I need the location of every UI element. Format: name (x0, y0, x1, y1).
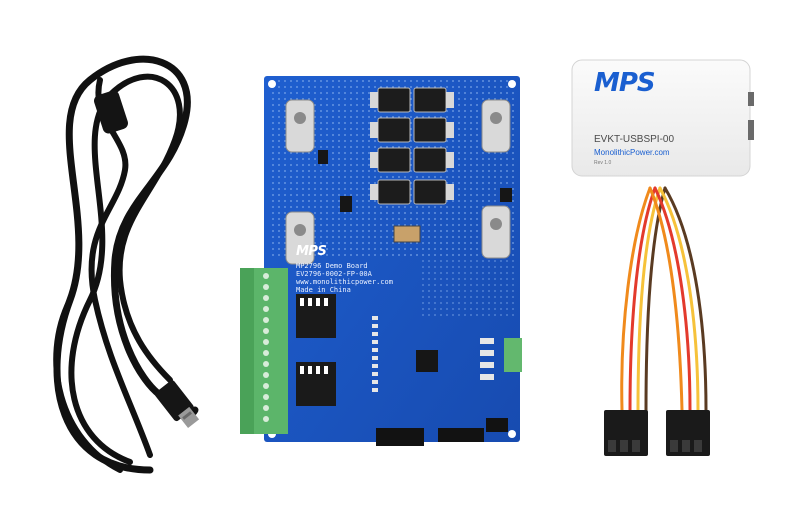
dongle-logo: MPS (594, 68, 656, 98)
usb-spi-dongle (571, 59, 754, 177)
board-silkscreen-label: MP2796 Demo Board EV2796-0002-FP-00A www… (296, 262, 393, 294)
power-terminals (285, 99, 511, 265)
dongle-revision: Rev 1.0 (594, 160, 612, 166)
board-part-number: EV2796-0002-FP-00A (296, 270, 372, 278)
terminal-block-right (504, 338, 522, 372)
controller-ic (416, 350, 438, 372)
ferrite-bead (94, 90, 128, 134)
dongle-model: EVKT-USBSPI-00 (594, 134, 675, 145)
header-connector-left (376, 428, 424, 446)
demo-board (240, 76, 522, 446)
board-website: www.monolithicpower.com (296, 278, 393, 286)
jumper-wire-bundle (620, 186, 708, 412)
usb-plug (154, 380, 200, 429)
board-origin: Made in China (296, 286, 351, 294)
board-name: MP2796 Demo Board (296, 262, 368, 270)
dongle-website: MonolithicPower.com (594, 148, 670, 157)
header-connector-right (438, 428, 484, 442)
mosfet-array (377, 87, 447, 205)
board-logo: MPS (296, 244, 327, 259)
